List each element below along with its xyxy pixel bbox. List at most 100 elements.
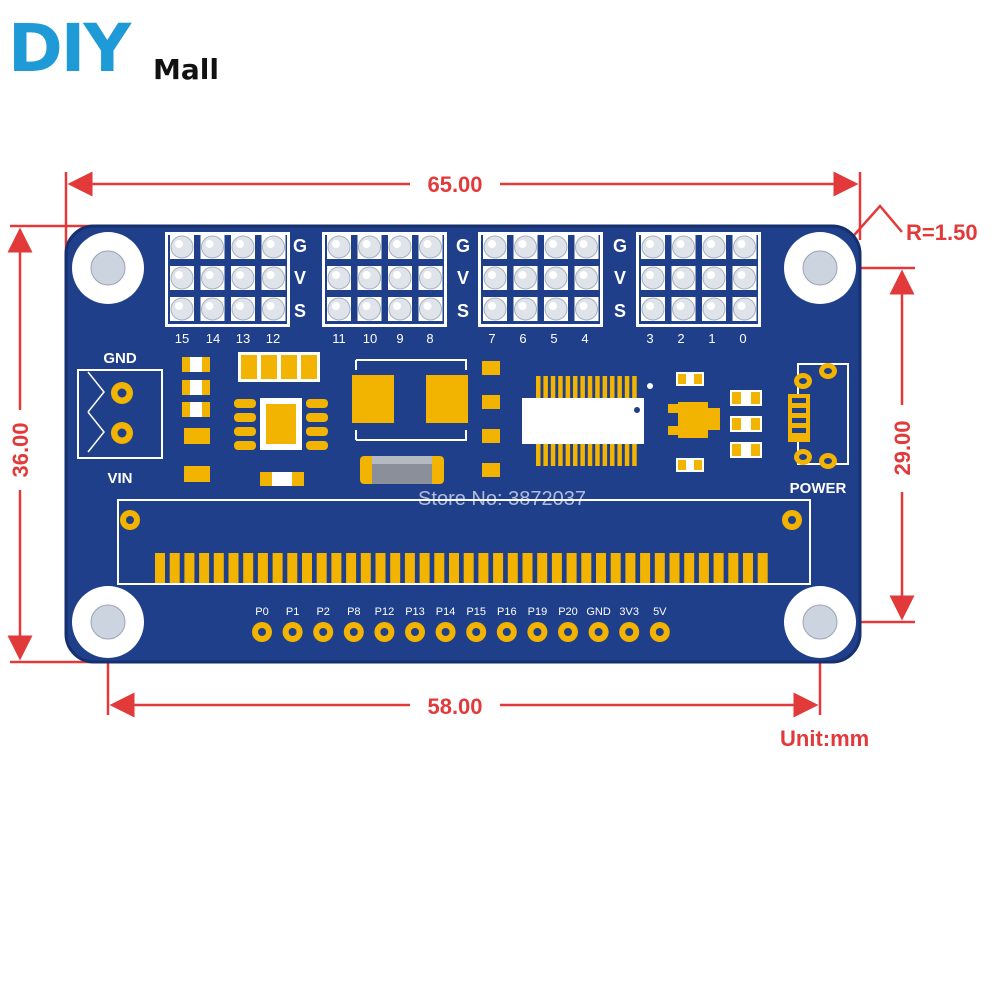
pin-label: P14: [436, 606, 456, 618]
mounting-hole: [784, 232, 856, 304]
edge-finger: [493, 553, 504, 583]
channel-number: 15: [175, 331, 189, 346]
edge-finger: [390, 553, 401, 583]
pin-label: 3V3: [619, 606, 639, 618]
edge-finger: [625, 553, 636, 583]
pin-label: P16: [497, 606, 517, 618]
dim-width-label: 65.00: [427, 172, 482, 197]
gvs-g-label: G: [613, 236, 627, 256]
header-pin: [483, 297, 507, 321]
pin-label: P2: [316, 606, 329, 618]
smd-components: POWER: [182, 352, 849, 497]
header-pin: [388, 297, 412, 321]
header-pin: [544, 266, 568, 290]
edge-finger: [449, 553, 459, 583]
edge-finger: [728, 553, 739, 583]
header-pin: [575, 266, 598, 290]
pin-label: P0: [255, 606, 268, 618]
header-pin: [358, 235, 381, 259]
dim-hole-y-label: 29.00: [890, 420, 915, 475]
edge-finger: [669, 553, 680, 583]
edge-finger: [375, 553, 386, 583]
header-pin: [170, 266, 194, 290]
header-pin: [641, 266, 665, 290]
mounting-hole: [72, 586, 144, 658]
edge-finger: [272, 553, 283, 583]
channel-number: 3: [646, 331, 653, 346]
edge-finger: [537, 553, 548, 583]
edge-finger: [199, 553, 210, 583]
gvs-s-label: S: [457, 301, 469, 321]
channel-number: 2: [677, 331, 684, 346]
edge-finger: [566, 553, 577, 583]
power-label: POWER: [790, 480, 847, 497]
pin-label: 5V: [653, 606, 667, 618]
edge-connector: [117, 499, 811, 585]
edge-finger: [610, 553, 621, 583]
header-pin: [327, 297, 351, 321]
pin-label: P20: [558, 606, 578, 618]
pin-label: GND: [586, 606, 611, 618]
header-pin: [514, 266, 537, 290]
driver-chip-pins: [536, 376, 637, 466]
brand-logo: DIY Mall: [8, 14, 238, 86]
header-pin: [733, 235, 756, 259]
header-pin: [672, 266, 695, 290]
channel-number: 12: [266, 331, 280, 346]
pin-label: P13: [405, 606, 425, 618]
header-pin: [231, 297, 255, 321]
header-pin: [419, 235, 442, 259]
gvs-g-label: G: [456, 236, 470, 256]
header-pin: [201, 235, 224, 259]
header-pin: [262, 266, 285, 290]
header-pin: [327, 266, 351, 290]
header-pin: [575, 297, 598, 321]
channel-number: 10: [363, 331, 377, 346]
edge-finger: [640, 553, 651, 583]
channel-number: 5: [550, 331, 557, 346]
channel-numbers: 15 14 13 12 11 10 9 8 7 6 5 4 3 2 1 0: [175, 331, 747, 346]
edge-finger: [155, 553, 165, 583]
dim-height-label: 36.00: [8, 422, 33, 477]
header-pin: [358, 297, 381, 321]
header-pin: [419, 297, 442, 321]
edge-finger: [757, 553, 768, 583]
header-pin: [201, 297, 224, 321]
dim-hole-x-label: 58.00: [427, 694, 482, 719]
edge-finger: [184, 553, 195, 583]
servo-headers: [165, 232, 761, 327]
header-pin: [483, 235, 507, 259]
header-pin: [231, 235, 255, 259]
driver-chip: [522, 398, 644, 444]
mounting-hole: [784, 586, 856, 658]
edge-finger: [169, 553, 180, 583]
edge-finger: [287, 553, 298, 583]
header-pin: [672, 235, 695, 259]
header-pin: [733, 266, 756, 290]
edge-finger: [551, 553, 562, 583]
edge-finger: [478, 553, 489, 583]
gvs-labels: G V S G V S G V S: [293, 236, 627, 321]
dim-radius-label: R=1.50: [906, 220, 978, 245]
brand-name: Mall: [153, 53, 219, 86]
header-pin: [702, 297, 726, 321]
header-pin: [231, 266, 255, 290]
gvs-g-label: G: [293, 236, 307, 256]
channel-number: 4: [581, 331, 588, 346]
header-pin: [262, 235, 285, 259]
header-pin: [514, 235, 537, 259]
dimension-labels: 65.00 36.00 58.00 29.00 R=1.50 Unit:mm: [8, 172, 978, 751]
channel-number: 7: [488, 331, 495, 346]
channel-number: 14: [206, 331, 220, 346]
pin-label: P1: [286, 606, 299, 618]
header-pin: [201, 266, 224, 290]
terminal-gnd-label: GND: [103, 350, 137, 367]
gvs-v-label: V: [294, 268, 306, 288]
edge-finger: [346, 553, 357, 583]
header-pin: [327, 235, 351, 259]
header-pin: [170, 297, 194, 321]
header-pin: [544, 297, 568, 321]
mounting-holes: [72, 232, 856, 658]
